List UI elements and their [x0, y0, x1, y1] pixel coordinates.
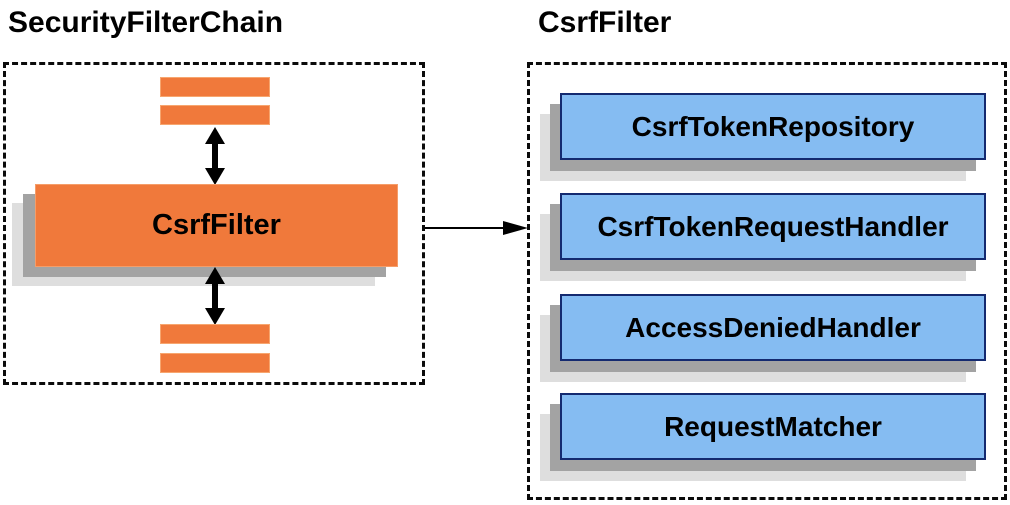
csrf-filter-box: CsrfFilter: [35, 184, 398, 267]
filter-placeholder-bar: [160, 105, 270, 125]
filter-placeholder-bar: [160, 77, 270, 97]
component-label: CsrfTokenRepository: [631, 110, 915, 142]
component-box-csrf-token-request-handler: CsrfTokenRequestHandler: [560, 193, 986, 260]
csrf-filter-panel-title: CsrfFilter: [538, 6, 672, 39]
bidirectional-arrow-icon: [205, 267, 225, 325]
bidirectional-arrow-icon: [205, 127, 225, 185]
security-filter-chain-title: SecurityFilterChain: [8, 6, 284, 39]
right-arrow-icon: [425, 221, 528, 235]
component-label: RequestMatcher: [664, 410, 882, 442]
component-box-access-denied-handler: AccessDeniedHandler: [560, 294, 986, 361]
filter-placeholder-bar: [160, 353, 270, 373]
security-filter-chain-container: CsrfFilter: [3, 62, 425, 385]
component-label: CsrfTokenRequestHandler: [597, 210, 949, 242]
component-box-request-matcher: RequestMatcher: [560, 393, 986, 460]
component-label: AccessDeniedHandler: [625, 311, 921, 343]
filter-placeholder-bar: [160, 324, 270, 344]
csrf-filter-box-label: CsrfFilter: [152, 209, 281, 241]
component-box-csrf-token-repository: CsrfTokenRepository: [560, 93, 986, 160]
csrf-filter-components-container: CsrfTokenRepository CsrfTokenRequestHand…: [527, 62, 1007, 500]
